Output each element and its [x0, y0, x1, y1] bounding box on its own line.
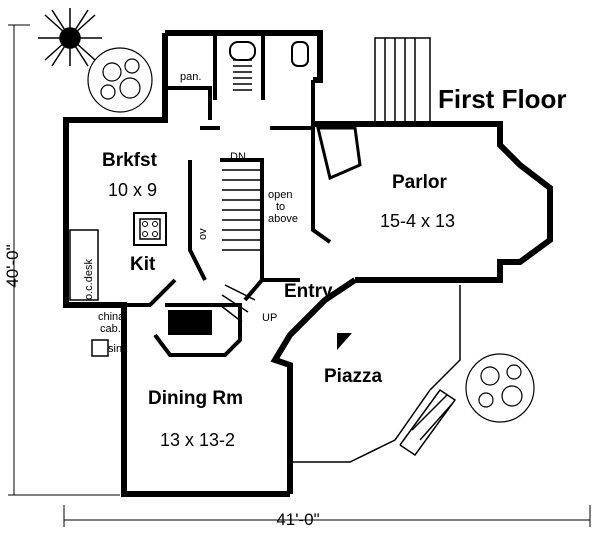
china-cab-line-2: cab. [100, 323, 121, 335]
toilet [291, 41, 309, 67]
width-dimension: 41'-0" [276, 510, 319, 529]
room-name-entry: Entry [284, 281, 333, 302]
front-steps [374, 37, 431, 125]
open-to-above-line-1: open [268, 189, 292, 201]
bath-sink [229, 41, 256, 61]
room-size-parlor: 15-4 x 13 [380, 211, 455, 231]
open-to-above-line-3: above [268, 213, 298, 225]
dining-fireplace [168, 310, 212, 335]
room-name-parlor: Parlor [392, 172, 448, 193]
room-name-dining: Dining Rm [148, 388, 243, 409]
dimension-lines [8, 24, 591, 527]
desk-label: o.c.desk [83, 259, 95, 300]
interior-walls [124, 33, 332, 357]
room-name-brkfst: Brkfst [102, 150, 158, 171]
shrub-icon [38, 8, 102, 67]
sink-counter [91, 339, 109, 357]
room-name-kit: Kit [130, 254, 156, 275]
exterior-walls [63, 30, 553, 497]
china-cab-line-1: china [98, 311, 125, 323]
tree-icon [87, 47, 153, 113]
entry-arrow-icon [337, 333, 352, 350]
parlor-fireplace [316, 126, 362, 181]
pantry-label: pan. [180, 71, 201, 83]
sink-label: sink [108, 343, 128, 355]
depth-dimension: 40'-0" [3, 244, 22, 287]
cooktop-island [133, 212, 167, 246]
piazza-porch [290, 285, 461, 463]
room-size-dining: 13 x 13-2 [160, 430, 235, 450]
stair-up-label: UP [262, 312, 277, 324]
staircase [219, 59, 260, 323]
room-name-piazza: Piazza [324, 366, 383, 387]
open-to-above-line-2: to [276, 201, 285, 213]
oven-label: ov [197, 228, 209, 240]
tree-icon [465, 353, 535, 423]
room-size-brkfst: 10 x 9 [108, 180, 157, 200]
plan-title: First Floor [438, 84, 567, 114]
desk-counter [69, 229, 99, 301]
stair-down-label: DN [230, 151, 246, 163]
